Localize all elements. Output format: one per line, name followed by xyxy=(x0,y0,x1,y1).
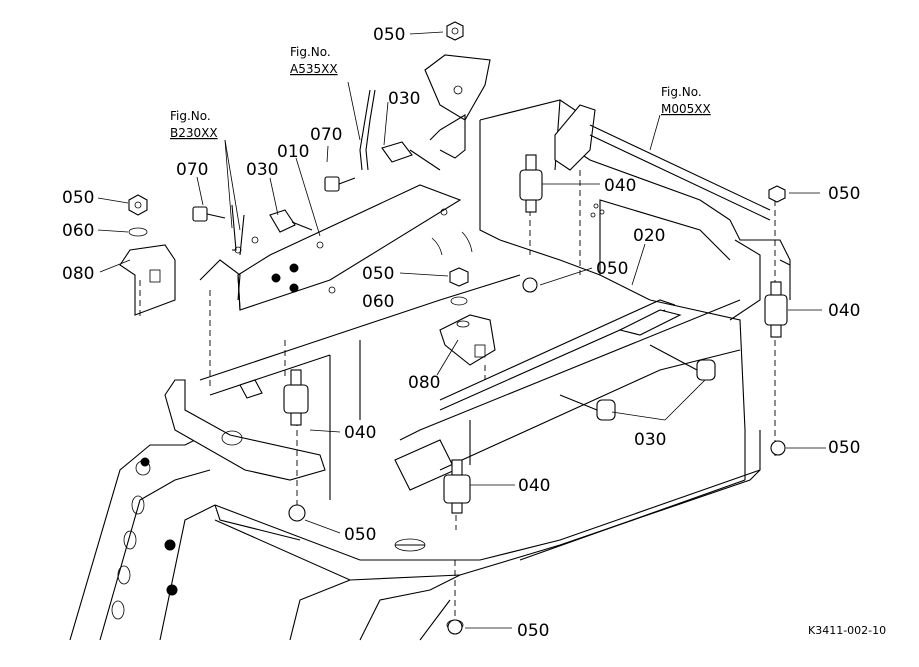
part-label-030: 030 xyxy=(634,430,666,450)
hex-nut-right xyxy=(768,185,786,203)
part-symbols xyxy=(128,21,788,635)
part-label-040: 040 xyxy=(518,476,550,496)
fig-ref-code: B230XX xyxy=(170,126,218,140)
part-label-050: 050 xyxy=(596,259,628,279)
screw-070-center xyxy=(324,176,356,192)
rubber-mount-right xyxy=(764,281,788,338)
part-label-050: 050 xyxy=(373,25,405,45)
fig-ref-code: M005XX xyxy=(661,102,711,116)
fig-ref-label: Fig.No. xyxy=(290,45,331,59)
part-label-040: 040 xyxy=(344,423,376,443)
part-label-060: 060 xyxy=(62,221,94,241)
screw-070-left xyxy=(192,206,226,222)
hex-nut-center xyxy=(449,267,469,306)
frame-drawing xyxy=(69,54,791,641)
part-label-060: 060 xyxy=(362,292,394,312)
part-label-070: 070 xyxy=(310,125,342,145)
rubber-mount-upper xyxy=(519,154,543,213)
part-label-050: 050 xyxy=(517,621,549,641)
part-label-050: 050 xyxy=(362,264,394,284)
bolt-030-left xyxy=(269,209,313,233)
part-label-050: 050 xyxy=(344,525,376,545)
part-label-040: 040 xyxy=(828,301,860,321)
fig-ref-label: Fig.No. xyxy=(170,109,211,123)
fig-ref-label: Fig.No. xyxy=(661,85,702,99)
bolt-030-bottom-b xyxy=(649,344,716,381)
rubber-mount-lower xyxy=(443,459,471,514)
part-label-050: 050 xyxy=(828,438,860,458)
part-label-080: 080 xyxy=(408,373,440,393)
bolt-030-bottom-a xyxy=(559,394,616,421)
part-label-050: 050 xyxy=(62,188,94,208)
part-number-labels: 050 050 050 050 050 050 050 050 060 060 … xyxy=(62,25,860,641)
leader-lines xyxy=(97,31,826,629)
part-label-070: 070 xyxy=(176,160,208,180)
part-label-030: 030 xyxy=(246,160,278,180)
part-label-010: 010 xyxy=(277,142,309,162)
part-label-080: 080 xyxy=(62,264,94,284)
part-label-050: 050 xyxy=(828,184,860,204)
fig-ref-code: A535XX xyxy=(290,62,338,76)
part-label-030: 030 xyxy=(388,89,420,109)
bolt-030-top xyxy=(381,141,441,171)
hex-nut-top xyxy=(446,21,464,41)
hex-nut-left xyxy=(128,194,148,237)
rubber-mount-mid xyxy=(283,369,309,426)
figure-references: Fig.No. A535XX Fig.No. B230XX Fig.No. M0… xyxy=(170,45,711,140)
drawing-code: K3411-002-10 xyxy=(808,624,886,637)
part-label-020: 020 xyxy=(633,226,665,246)
part-label-040: 040 xyxy=(604,176,636,196)
